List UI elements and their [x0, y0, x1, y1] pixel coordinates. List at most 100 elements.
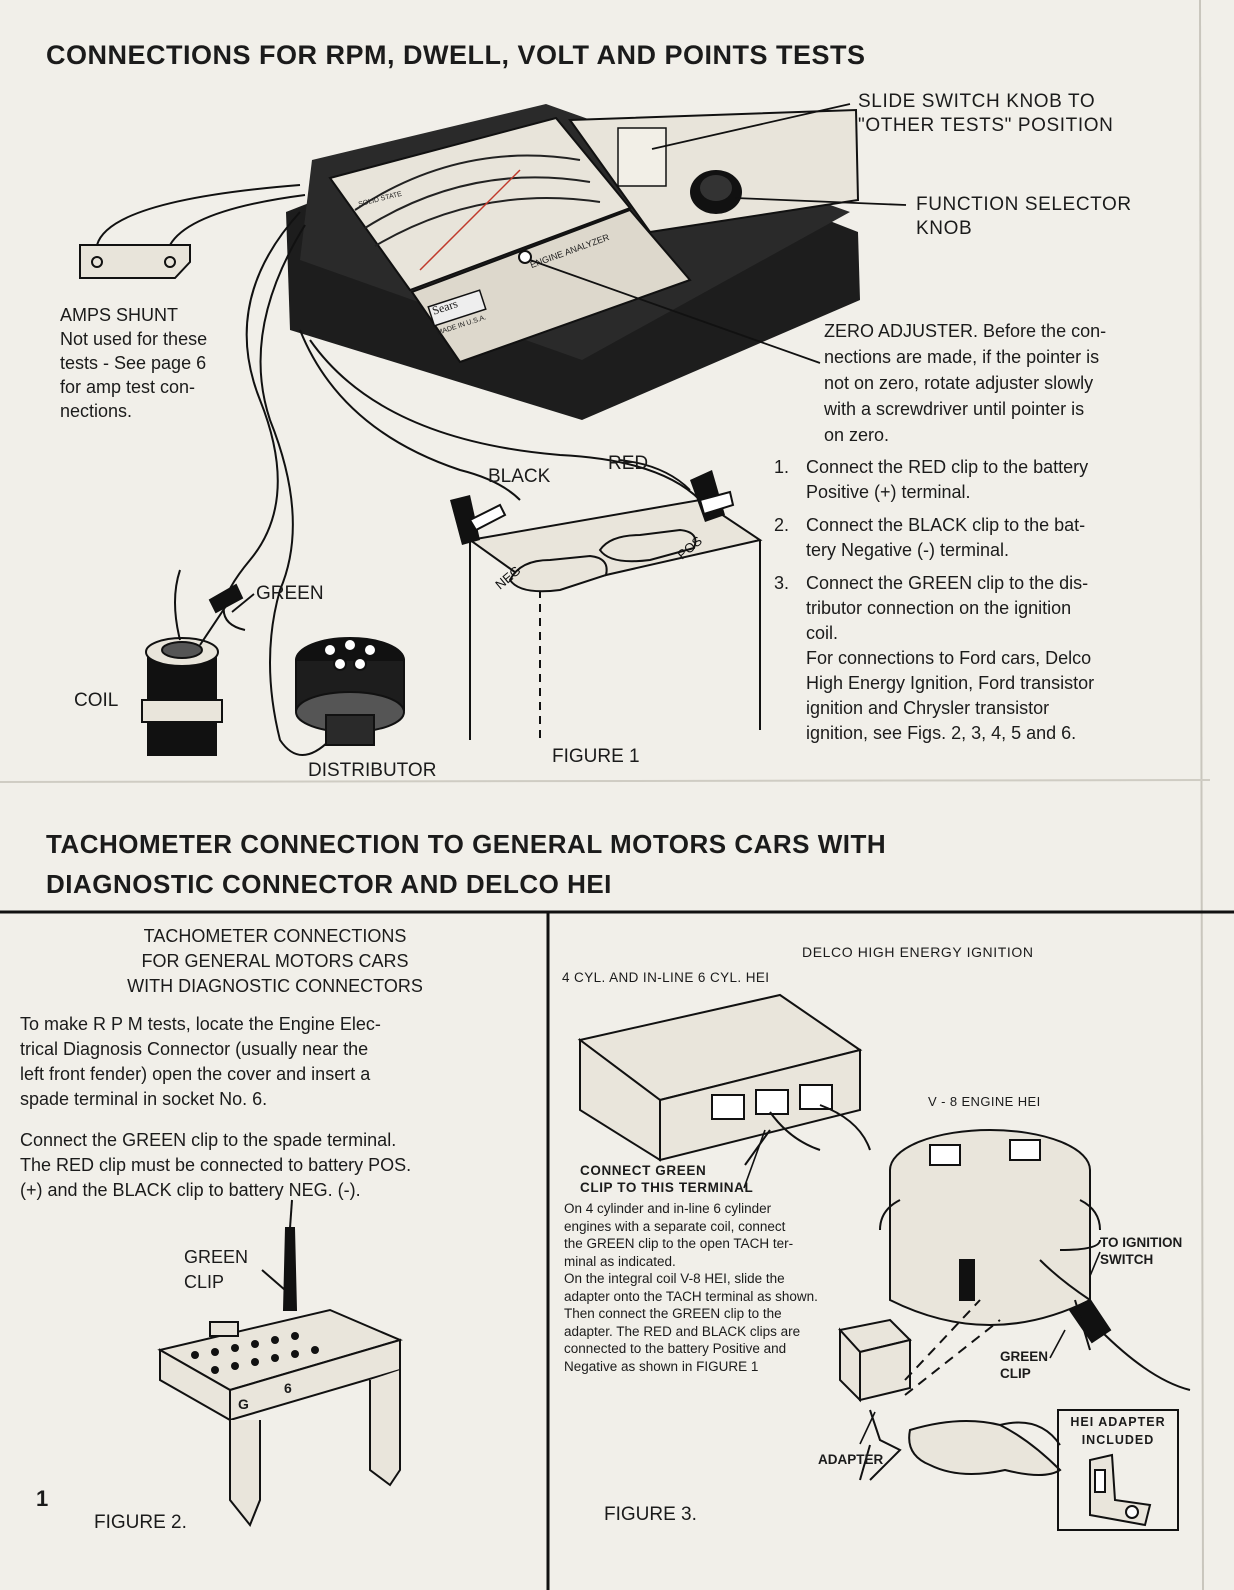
- step-2: 2. Connect the BLACK clip to the bat- te…: [774, 513, 1194, 563]
- amps-shunt-callout: AMPS SHUNT Not used for these tests - Se…: [60, 303, 207, 423]
- tachometer-title-line-2: DIAGNOSTIC CONNECTOR AND DELCO HEI: [46, 869, 612, 899]
- tachometer-section-title: TACHOMETER CONNECTION TO GENERAL MOTORS …: [46, 824, 886, 904]
- engine-analyzer-illustration: [286, 104, 860, 420]
- figure3-green-clip-line-1: GREEN: [1000, 1349, 1049, 1364]
- hei-instructions: On 4 cylinder and in-line 6 cylinder eng…: [564, 1200, 854, 1375]
- slide-switch-callout: SLIDE SWITCH KNOB TO "OTHER TESTS" POSIT…: [858, 90, 1113, 138]
- hei-body-line-4: minal as indicated.: [564, 1253, 676, 1269]
- amps-shunt-line-4: nections.: [60, 401, 133, 421]
- gm-p1-line-2: trical Diagnosis Connector (usually near…: [20, 1039, 369, 1059]
- hei-adapter-line-1: HEI ADAPTER: [1070, 1415, 1166, 1429]
- gm-heading-line-1: TACHOMETER CONNECTIONS: [143, 926, 407, 946]
- figure3-leader-lines: [743, 1129, 1101, 1445]
- amps-shunt-line-3: for amp test con-: [60, 377, 196, 397]
- connect-green-line-2: CLIP TO THIS TERMINAL: [580, 1180, 754, 1195]
- figure3-green-clip-line-2: CLIP: [1000, 1366, 1031, 1381]
- black-clip-label: BLACK: [488, 466, 551, 487]
- zero-adjuster-line-1: ZERO ADJUSTER. Before the con-: [824, 321, 1107, 341]
- hei-body-line-8: adapter. The RED and BLACK clips are: [564, 1323, 801, 1339]
- hei-body-line-5: On the integral coil V-8 HEI, slide the: [564, 1271, 785, 1286]
- tachometer-title-line-1: TACHOMETER CONNECTION TO GENERAL MOTORS …: [46, 829, 887, 859]
- connection-steps: 1. Connect the RED clip to the battery P…: [774, 455, 1194, 754]
- top-leader-lines: [529, 103, 907, 491]
- page-edge-line: [1199, 0, 1204, 1590]
- gm-heading: TACHOMETER CONNECTIONS FOR GENERAL MOTOR…: [20, 924, 530, 999]
- step-3-line-2: tributor connection on the ignition: [806, 598, 1072, 618]
- coil-illustration: [141, 569, 244, 756]
- hei-heading: DELCO HIGH ENERGY IGNITION: [802, 944, 1034, 960]
- step-1-number: 1.: [774, 457, 790, 477]
- figure-3-caption: FIGURE 3.: [604, 1504, 697, 1525]
- green-clip-label: GREEN: [256, 583, 324, 604]
- zero-adjuster-line-5: on zero.: [824, 425, 890, 445]
- hei-adapter-part-illustration: [1057, 1409, 1179, 1531]
- amps-shunt-title: AMPS SHUNT: [60, 305, 179, 325]
- hei-body-line-7: Then connect the GREEN clip to the: [564, 1306, 782, 1321]
- amps-shunt-line-1: Not used for these: [60, 329, 208, 349]
- page-title: CONNECTIONS FOR RPM, DWELL, VOLT AND POI…: [46, 40, 866, 70]
- step-3-line-5: High Energy Ignition, Ford transistor: [806, 673, 1095, 693]
- gm-p2-line-1: Connect the GREEN clip to the spade term…: [20, 1130, 397, 1150]
- gm-p2-line-2: The RED clip must be connected to batter…: [20, 1155, 412, 1175]
- to-ignition-line-1: TO IGNITION: [1100, 1235, 1183, 1250]
- hei-body-line-10: Negative as shown in FIGURE 1: [564, 1358, 759, 1374]
- figure2-green-clip-label: GREEN CLIP: [184, 1245, 248, 1295]
- zero-adjuster-line-2: nections are made, if the pointer is: [824, 347, 1100, 367]
- hei-body-line-3: the GREEN clip to the open TACH ter-: [564, 1236, 794, 1251]
- socket-6-label: 6: [284, 1380, 292, 1396]
- step-3-line-4: For connections to Ford cars, Delco: [806, 648, 1092, 668]
- battery-illustration: NEG POS: [467, 498, 763, 740]
- gm-paragraph-1: To make R P M tests, locate the Engine E…: [20, 1012, 381, 1112]
- gm-p1-line-1: To make R P M tests, locate the Engine E…: [20, 1014, 381, 1034]
- page-number: 1: [36, 1486, 49, 1511]
- connect-green-line-1: CONNECT GREEN: [580, 1163, 707, 1178]
- function-selector-line-2: KNOB: [916, 218, 973, 239]
- amps-shunt-line-2: tests - See page 6: [60, 353, 207, 373]
- hei-body-line-9: connected to the battery Positive and: [564, 1341, 787, 1356]
- red-clip-label: RED: [608, 453, 649, 474]
- to-ignition-line-2: SWITCH: [1100, 1252, 1154, 1267]
- step-3-line-1: Connect the GREEN clip to the dis-: [806, 573, 1089, 593]
- gm-heading-line-2: FOR GENERAL MOTORS CARS: [141, 951, 409, 971]
- step-2-line-1: Connect the BLACK clip to the bat-: [806, 515, 1086, 535]
- socket-g-label: G: [238, 1396, 249, 1412]
- slide-switch-line-1: SLIDE SWITCH KNOB TO: [858, 91, 1096, 112]
- hei-body-line-2: engines with a separate coil, connect: [564, 1218, 786, 1234]
- v8-engine-label: V - 8 ENGINE HEI: [928, 1094, 1041, 1109]
- connect-green-callout: CONNECT GREEN CLIP TO THIS TERMINAL: [580, 1162, 753, 1196]
- fold-line: [0, 779, 1211, 783]
- zero-adjuster-callout: ZERO ADJUSTER. Before the con- nections …: [824, 318, 1106, 448]
- v8-hei-distributor-illustration: [838, 1129, 1191, 1481]
- to-ignition-switch-label: TO IGNITION SWITCH: [1100, 1234, 1182, 1268]
- step-1-line-1: Connect the RED clip to the battery: [806, 457, 1089, 477]
- step-2-line-2: tery Negative (-) terminal.: [806, 540, 1010, 560]
- distributor-label: DISTRIBUTOR: [308, 760, 437, 781]
- figure2-green-clip-line-1: GREEN: [184, 1247, 249, 1267]
- slide-switch-line-2: "OTHER TESTS" POSITION: [858, 115, 1114, 136]
- figure-2-caption: FIGURE 2.: [94, 1512, 187, 1533]
- coil-label: COIL: [74, 690, 119, 711]
- zero-adjuster-line-4: with a screwdriver until pointer is: [824, 399, 1085, 419]
- step-3-number: 3.: [774, 573, 790, 593]
- step-3-line-7: ignition, see Figs. 2, 3, 4, 5 and 6.: [806, 723, 1077, 743]
- figure2-green-clip-line-2: CLIP: [184, 1272, 225, 1292]
- function-selector-line-1: FUNCTION SELECTOR: [916, 194, 1132, 215]
- zero-adjuster-line-3: not on zero, rotate adjuster slowly: [824, 373, 1094, 393]
- figure3-green-clip-label: GREEN CLIP: [1000, 1348, 1048, 1382]
- hei-adapter-line-2: INCLUDED: [1081, 1433, 1155, 1447]
- diagnosis-connector-illustration: [157, 1199, 403, 1527]
- distributor-illustration: [295, 637, 405, 746]
- step-2-number: 2.: [774, 515, 790, 535]
- step-1: 1. Connect the RED clip to the battery P…: [774, 455, 1194, 505]
- battery-clips: [450, 470, 735, 545]
- hei-module-illustration: [577, 993, 871, 1166]
- step-3: 3. Connect the GREEN clip to the dis- tr…: [774, 571, 1194, 746]
- label-leaders: [231, 593, 255, 613]
- figure-1-caption: FIGURE 1: [552, 746, 640, 767]
- hei-adapter-included-label: HEI ADAPTER INCLUDED: [1058, 1413, 1178, 1449]
- gm-heading-line-3: WITH DIAGNOSTIC CONNECTORS: [127, 976, 423, 996]
- gm-p1-line-3: left front fender) open the cover and in…: [20, 1064, 371, 1084]
- adapter-label: ADAPTER: [818, 1452, 884, 1467]
- gm-p2-line-3: (+) and the BLACK clip to battery NEG. (…: [20, 1180, 361, 1200]
